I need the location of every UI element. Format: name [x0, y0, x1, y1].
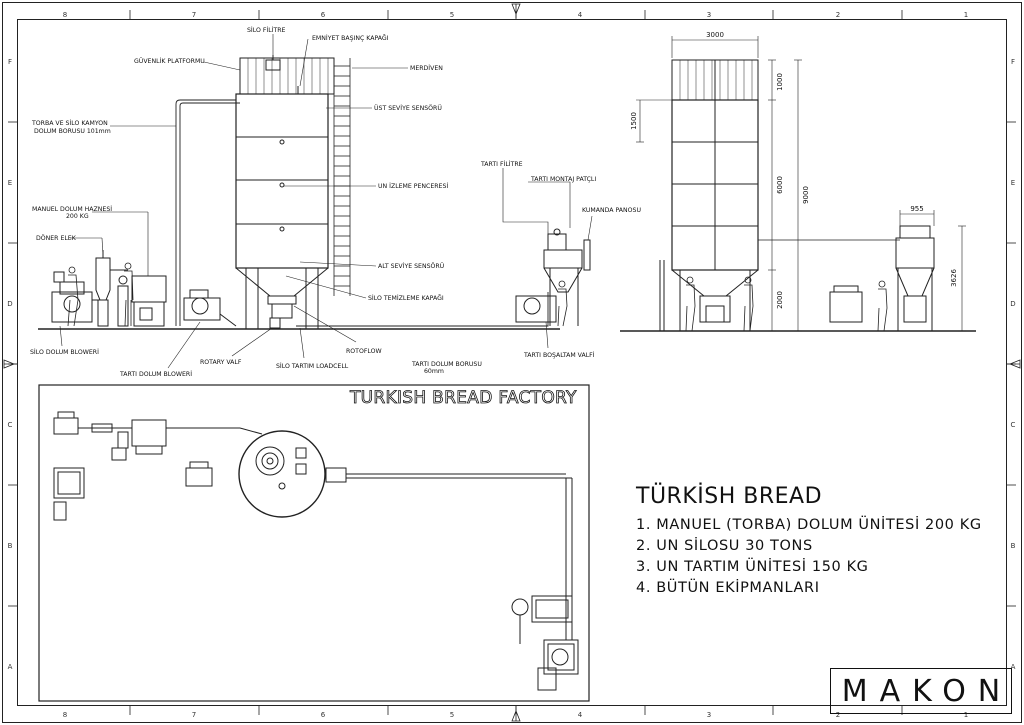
dim-side-offset: 1500 [630, 112, 638, 130]
label-relief-valve: EMNİYET BAŞINÇ KAPAĞI [312, 33, 389, 42]
scale-blower [183, 289, 237, 327]
leader-lines [59, 34, 593, 369]
label-control-panel: KUMANDA PANOSU [582, 207, 641, 214]
label-high-level-sensor: ÜST SEVİYE SENSÖRÜ [374, 103, 442, 112]
label-low-level-sensor: ALT SEVİYE SENSÖRÜ [378, 261, 444, 270]
legend-title: TÜRKİSH BREAD [636, 484, 823, 509]
label-fill-pipe-size: DOLUM BORUSU 101mm [34, 128, 111, 135]
column-label: 4 [578, 11, 583, 19]
scale-pipe [296, 292, 549, 327]
legend-item: 4. BÜTÜN EKİPMANLARI [636, 580, 820, 596]
brand-name: MAKON [841, 673, 1013, 709]
row-label: E [1011, 179, 1015, 187]
column-label: 3 [707, 711, 711, 719]
label-scale-filter: TARTI FİLİTRE [480, 159, 523, 168]
plan-view [38, 384, 590, 702]
column-label: 3 [707, 11, 711, 19]
weighing-unit [515, 228, 591, 326]
label-rotoflow: ROTOFLOW [346, 348, 382, 355]
legend-item: 1. MANUEL (TORBA) DOLUM ÜNİTESİ 200 KG [636, 517, 982, 533]
label-safety-platform: GÜVENLİK PLATFORMU [134, 56, 205, 65]
person-figure [67, 262, 568, 327]
plan-title: TURKISH BREAD FACTORY [349, 388, 577, 408]
label-sight-window: UN İZLEME PENCERESİ [378, 181, 448, 190]
dim-silo-width: 3000 [706, 31, 724, 39]
rotary-sieve [95, 250, 128, 327]
legend: TÜRKİSH BREAD 1. MANUEL (TORBA) DOLUM ÜN… [636, 484, 982, 599]
label-silo-filter: SİLO FİLİTRE [247, 25, 286, 34]
column-label: 2 [836, 11, 840, 19]
side-elevation [620, 36, 976, 332]
label-rotary-valve: ROTARY VALF [200, 359, 242, 366]
column-label: 5 [450, 11, 454, 19]
label-rotary-sieve: DÖNER ELEK [36, 233, 77, 242]
label-scale-pipe-size: 60mm [424, 368, 444, 375]
label-scale-blower: TARTI DOLUM BLOWERİ [119, 369, 192, 378]
column-label: 4 [578, 711, 583, 719]
dim-scale-height: 3626 [950, 269, 958, 287]
row-label: B [8, 542, 13, 550]
fill-pipe [175, 99, 240, 326]
row-label: C [1011, 421, 1016, 429]
column-label: 7 [192, 711, 196, 719]
dim-scale-width: 955 [910, 205, 923, 213]
column-label: 8 [63, 711, 67, 719]
row-label: E [8, 179, 12, 187]
legend-item: 3. UN TARTIM ÜNİTESİ 150 KG [636, 559, 869, 575]
row-label: F [1011, 58, 1015, 66]
manual-hopper [117, 275, 167, 327]
label-loadcell: SİLO TARTIM LOADCELL [276, 361, 349, 370]
dimension-lines [636, 36, 966, 332]
dim-legs: 2000 [776, 291, 784, 309]
column-label: 7 [192, 11, 196, 19]
column-label: 1 [964, 11, 968, 19]
silo-body [235, 55, 335, 329]
legend-item: 2. UN SİLOSU 30 TONS [636, 538, 813, 554]
brand-logo: MAKON [830, 668, 1012, 714]
row-label: B [1011, 542, 1016, 550]
label-discharge-valve: TARTI BOŞALTAM VALFİ [523, 350, 595, 359]
row-labels: F E D C B A F E D C B A [7, 58, 1015, 671]
row-label: F [8, 58, 12, 66]
label-manual-hopper-capacity: 200 KG [66, 213, 89, 220]
column-label: 8 [63, 11, 67, 19]
label-fill-pipe: TORBA VE SİLO KAMYON [31, 118, 108, 127]
column-label: 5 [450, 711, 454, 719]
label-scale-pipe: TARTI DOLUM BORUSU [411, 361, 482, 368]
dim-body: 6000 [776, 176, 784, 194]
front-elevation [38, 55, 591, 330]
row-label: D [1010, 300, 1015, 308]
row-label: D [7, 300, 12, 308]
column-label: 2 [836, 711, 840, 719]
column-label: 6 [321, 711, 326, 719]
silo-blower [51, 271, 100, 323]
label-cleaning-door: SİLO TEMİZLEME KAPAĞI [368, 293, 444, 302]
label-manual-hopper: MANUEL DOLUM HAZNESİ [32, 204, 112, 213]
label-ladder: MERDİVEN [410, 63, 443, 72]
label-silo-blower: SİLO DOLUM BLOWERİ [30, 347, 99, 356]
row-label: C [8, 421, 13, 429]
label-mount-lug: TARTI MONTAJ PATÇLI [530, 176, 596, 183]
column-label: 6 [321, 11, 326, 19]
dimension-labels: 3000 1000 6000 2000 9000 1500 955 3626 [630, 31, 958, 309]
dim-top-section: 1000 [776, 73, 784, 91]
row-label: A [8, 663, 13, 671]
front-labels: SİLO FİLİTRE EMNİYET BAŞINÇ KAPAĞI GÜVEN… [30, 25, 641, 378]
dim-total-height: 9000 [802, 186, 810, 204]
column-label: 1 [964, 711, 968, 719]
row-label: A [1011, 663, 1016, 671]
ladder [333, 58, 351, 296]
column-labels: 8 7 6 5 4 3 2 1 8 7 6 5 4 3 2 1 [63, 11, 968, 719]
